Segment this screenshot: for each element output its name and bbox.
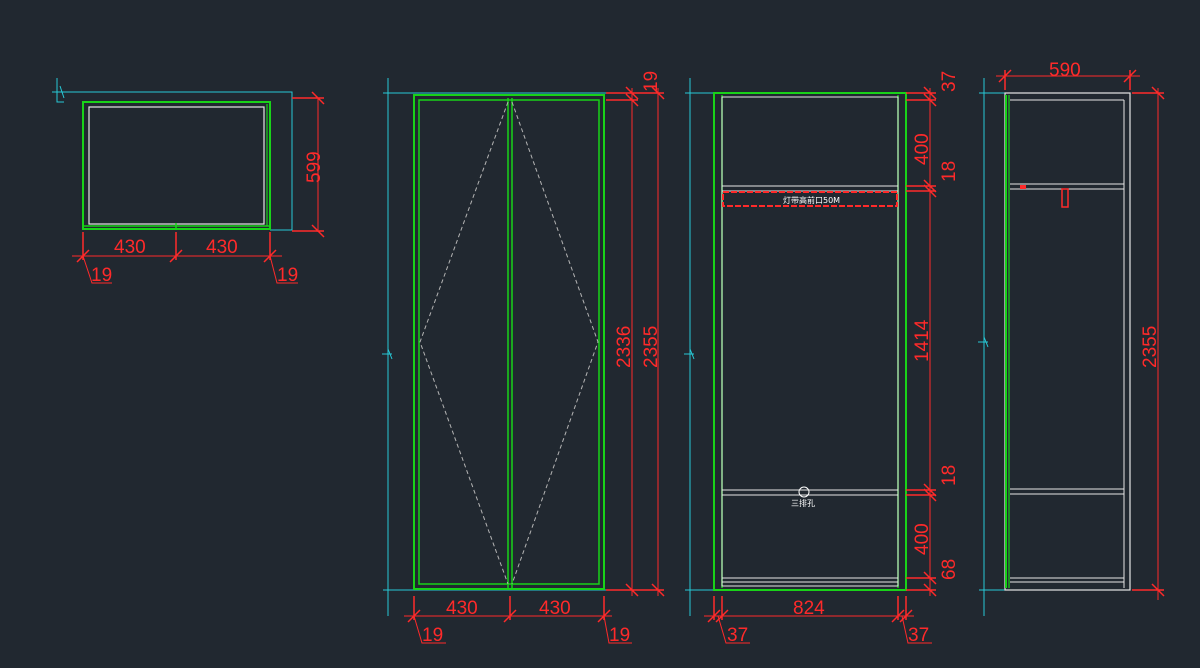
lower-shelf-label: 18 [939, 465, 960, 486]
interior-wall-line [684, 78, 908, 616]
socket-note: 三排孔 [791, 498, 815, 508]
plan-width-left-label: 430 [114, 237, 146, 258]
side-wall-line [978, 78, 1012, 616]
door-top-label: 19 [641, 71, 662, 92]
plan-side-left-label: 19 [91, 265, 112, 286]
plan-wall-break-icon [52, 85, 65, 99]
interior-cabinet-inner [721, 96, 899, 587]
interior-elevation: 灯带高前口50M 三排孔 37 400 18 1414 18 400 68 82… [684, 71, 960, 646]
lower-space-label: 400 [912, 523, 933, 555]
side-elevation: 590 2355 [978, 60, 1165, 616]
interior-cabinet-outer [713, 92, 907, 591]
door-width-right-label: 430 [539, 598, 571, 619]
plinth-line [722, 577, 898, 583]
interior-width-dimension-ticks [707, 596, 913, 623]
led-light-strip [722, 191, 898, 207]
door-side-leaders [413, 615, 632, 644]
door-frame-inner [418, 99, 600, 585]
side-lower-shelf [1010, 488, 1124, 495]
plan-width-dimension-ticks [76, 232, 277, 263]
interior-side-left-label: 37 [727, 625, 748, 646]
plan-cabinet-inner [88, 106, 265, 225]
socket-icon [798, 486, 810, 498]
door-height-label: 2336 [614, 326, 635, 368]
plan-depth-dimension-ticks [292, 91, 325, 238]
right-door-swing-indicator [511, 101, 599, 585]
door-wall-line [382, 78, 606, 616]
interior-top-label: 37 [939, 71, 960, 92]
upper-shelf-label: 18 [939, 161, 960, 182]
plinth-label: 68 [939, 559, 960, 580]
middle-space-label: 1414 [912, 319, 933, 362]
door-total-height-label: 2355 [641, 326, 662, 368]
side-light-strip-dot [1020, 185, 1026, 189]
door-side-left-label: 19 [422, 625, 443, 646]
left-door-swing-indicator [419, 101, 509, 585]
lower-shelf [722, 489, 898, 496]
door-width-left-label: 430 [446, 598, 478, 619]
side-depth-dimension-ticks [998, 69, 1137, 90]
plan-side-leaders [82, 255, 298, 284]
plan-side-right-label: 19 [277, 265, 298, 286]
upper-space-label: 400 [912, 133, 933, 165]
door-side-right-label: 19 [609, 625, 630, 646]
interior-side-right-label: 37 [908, 625, 929, 646]
interior-height-dimension-ticks [906, 86, 937, 597]
plan-depth-label: 599 [304, 151, 325, 183]
side-height-label: 2355 [1140, 326, 1161, 368]
side-depth-label: 590 [1049, 60, 1081, 81]
interior-width-label: 824 [793, 598, 825, 619]
side-cabinet-outer [1004, 92, 1131, 591]
side-plinth-line [1010, 577, 1124, 583]
door-frame-outer [413, 94, 605, 590]
door-elevation: 19 2336 2355 430 430 19 19 [382, 71, 665, 646]
plan-width-right-label: 430 [206, 237, 238, 258]
plan-wall-outline [56, 78, 293, 231]
door-height-dimension-ticks [606, 86, 665, 597]
led-light-strip-note: 灯带高前口50M [783, 195, 840, 205]
interior-side-leaders [717, 615, 932, 644]
side-light-strip-marker [1061, 188, 1069, 208]
side-back-panel [1010, 99, 1125, 588]
plan-view: 599 430 430 19 19 [52, 78, 325, 286]
door-width-dimension-ticks [407, 596, 611, 623]
plan-cabinet-outline [82, 101, 271, 230]
upper-shelf [722, 185, 898, 192]
side-height-dimension-ticks [1132, 86, 1165, 597]
